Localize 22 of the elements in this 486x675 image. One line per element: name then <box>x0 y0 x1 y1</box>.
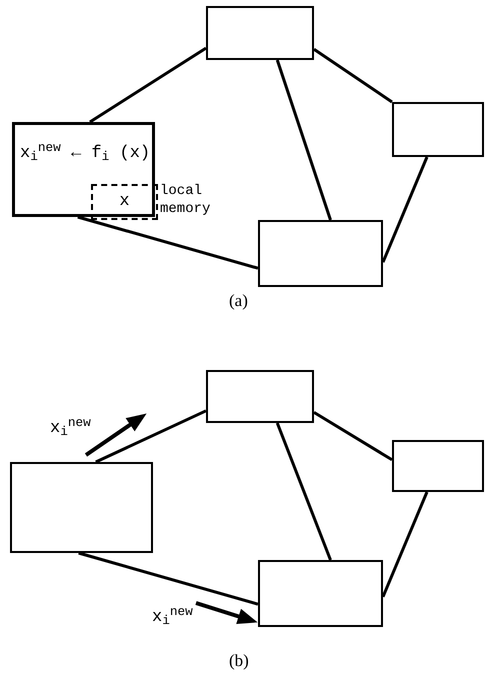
connector-line <box>313 411 393 462</box>
connector-line <box>89 46 207 124</box>
panel-caption: (a) <box>229 290 248 312</box>
empty-box <box>206 6 314 60</box>
empty-box <box>392 102 484 157</box>
connector-line <box>382 491 428 598</box>
panel-caption: (b) <box>229 650 249 672</box>
connector-line <box>77 216 258 270</box>
empty-box <box>258 560 383 627</box>
memory-label: local memory <box>160 182 212 218</box>
connector-line <box>313 48 393 104</box>
empty-box <box>392 440 484 492</box>
connector-line <box>276 60 332 220</box>
empty-box <box>258 220 383 287</box>
empty-box <box>206 370 314 423</box>
empty-box <box>10 462 153 553</box>
connector-line <box>95 409 207 464</box>
connector-line <box>382 156 428 263</box>
variable-text: x <box>119 191 130 214</box>
update-formula: x$_{i}$$^{new}$ ← f$_{i}$ (x) <box>20 141 150 166</box>
connector-line <box>276 422 332 561</box>
connector-line <box>78 552 258 606</box>
